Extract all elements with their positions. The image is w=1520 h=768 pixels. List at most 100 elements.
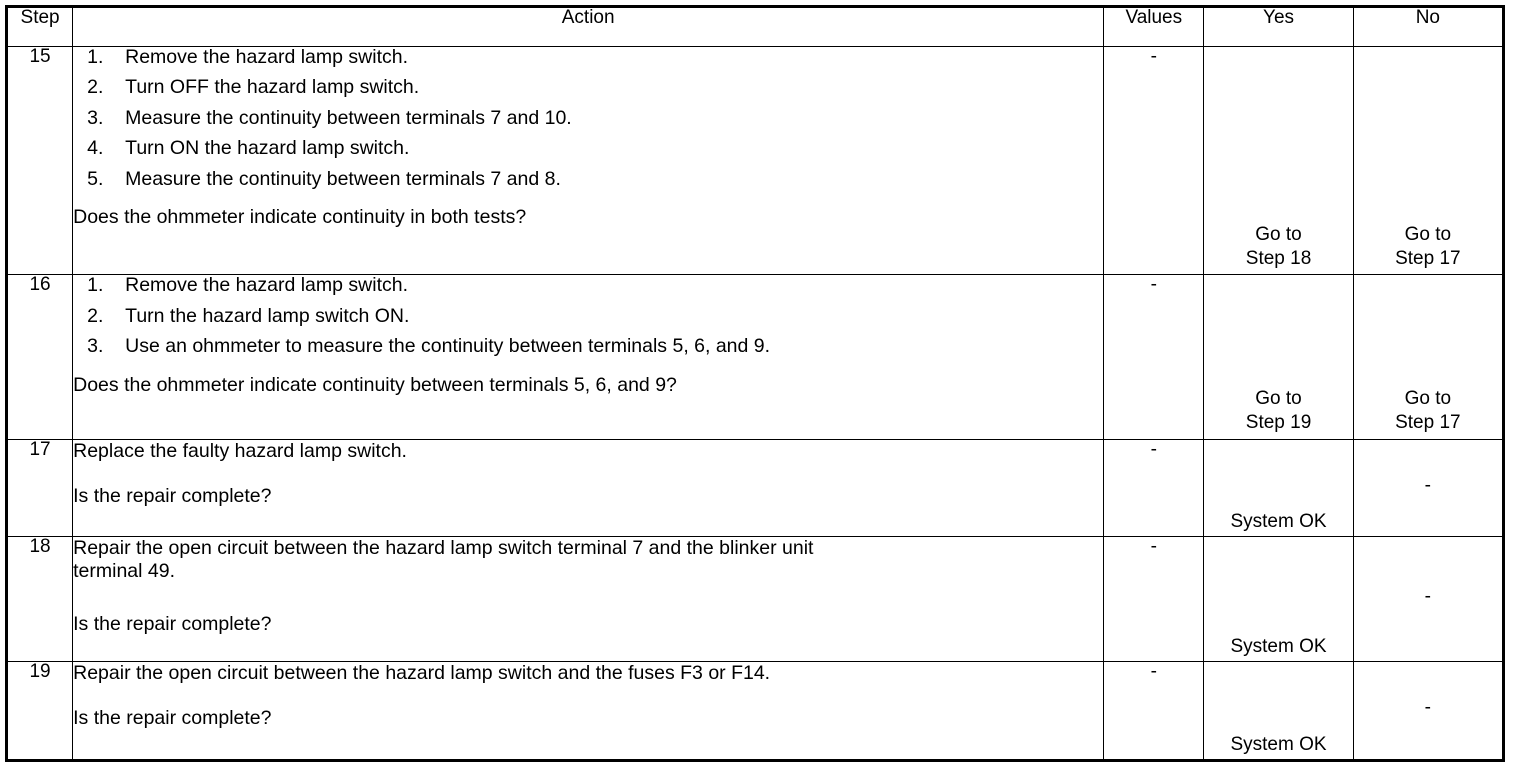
action-cell: Repair the open circuit between the haza… (72, 535, 1105, 662)
action-question: Is the repair complete? (73, 484, 272, 507)
list-text: Remove the hazard lamp switch. (125, 274, 408, 297)
action-line: Repair the open circuit between the haza… (73, 536, 814, 559)
diagnostic-procedure-table: Step Action Values Yes No 15 1. Remove t… (5, 5, 1505, 762)
yes-goto-line1: Go to (1255, 223, 1302, 245)
action-step-list: 1. Remove the hazard lamp switch. 2. Tur… (73, 46, 1103, 190)
action-line: Replace the faulty hazard lamp switch. (73, 439, 407, 462)
no-goto-line2: Step 17 (1395, 411, 1461, 433)
no-cell: Go to Step 17 (1352, 45, 1505, 276)
step-number: 17 (5, 438, 74, 537)
list-marker: 4. (87, 137, 104, 160)
no-cell: - (1352, 535, 1505, 662)
yes-goto-line2: Step 19 (1245, 411, 1312, 433)
step-number: 18 (5, 535, 74, 662)
list-item: 4. Turn ON the hazard lamp switch. (73, 137, 1103, 160)
column-header-step: Step (5, 6, 74, 47)
list-item: 2. Turn OFF the hazard lamp switch. (73, 76, 1103, 99)
list-item: 3. Use an ohmmeter to measure the contin… (73, 335, 1103, 358)
step-number: 16 (5, 274, 74, 440)
values-text: - (1150, 274, 1157, 296)
values-cell: - (1103, 45, 1205, 276)
values-cell: - (1103, 274, 1205, 440)
no-cell: - (1352, 660, 1505, 762)
list-marker: 1. (87, 46, 104, 68)
action-cell: Repair the open circuit between the haza… (72, 660, 1105, 762)
diagnostic-table-container: Step Action Values Yes No 15 1. Remove t… (5, 5, 1505, 762)
list-text: Turn ON the hazard lamp switch. (125, 137, 410, 160)
action-cell: Replace the faulty hazard lamp switch. I… (72, 438, 1105, 537)
action-step-list: 1. Remove the hazard lamp switch. 2. Tur… (73, 274, 1103, 358)
yes-result: System OK (1230, 510, 1327, 532)
action-question: Is the repair complete? (73, 706, 272, 729)
yes-result: System OK (1230, 734, 1327, 756)
no-result: - (1424, 585, 1431, 607)
values-text: - (1150, 438, 1157, 460)
no-goto-line2: Step 17 (1395, 247, 1461, 269)
yes-result: System OK (1230, 636, 1327, 658)
action-question: Does the ohmmeter indicate continuity in… (73, 206, 527, 229)
table-row: 17 Replace the faulty hazard lamp switch… (5, 438, 1505, 537)
list-text: Remove the hazard lamp switch. (125, 46, 408, 68)
yes-goto: Go to Step 19 (1204, 387, 1352, 435)
yes-goto: Go to Step 18 (1204, 223, 1352, 271)
column-header-yes: Yes (1203, 6, 1354, 47)
action-line: Repair the open circuit between the haza… (73, 661, 771, 684)
list-text: Measure the continuity between terminals… (125, 106, 572, 129)
column-header-no: No (1352, 6, 1505, 47)
list-marker: 3. (87, 335, 104, 358)
yes-cell: Go to Step 18 (1203, 45, 1354, 276)
column-header-action: Action (72, 6, 1105, 47)
list-text: Turn OFF the hazard lamp switch. (125, 76, 420, 99)
no-goto-line1: Go to (1404, 223, 1452, 245)
no-result: - (1424, 474, 1431, 496)
list-item: 1. Remove the hazard lamp switch. (73, 46, 1103, 68)
action-line: terminal 49. (73, 559, 176, 582)
list-text: Turn the hazard lamp switch ON. (125, 304, 410, 327)
table-header-row: Step Action Values Yes No (5, 6, 1505, 47)
values-cell: - (1103, 535, 1205, 662)
no-goto: Go to Step 17 (1354, 387, 1502, 435)
table-row: 15 1. Remove the hazard lamp switch. 2. … (5, 45, 1505, 276)
list-marker: 2. (87, 304, 104, 327)
step-number: 15 (5, 45, 74, 276)
table-row: 19 Repair the open circuit between the h… (5, 660, 1505, 762)
list-item: 2. Turn the hazard lamp switch ON. (73, 304, 1103, 327)
list-item: 1. Remove the hazard lamp switch. (73, 274, 1103, 297)
table-body: 15 1. Remove the hazard lamp switch. 2. … (5, 45, 1505, 762)
yes-cell: System OK (1203, 660, 1354, 762)
yes-cell: Go to Step 19 (1203, 274, 1354, 440)
table-row: 16 1. Remove the hazard lamp switch. 2. … (5, 274, 1505, 440)
list-text: Use an ohmmeter to measure the continuit… (125, 335, 771, 358)
table-row: 18 Repair the open circuit between the h… (5, 535, 1505, 662)
no-cell: Go to Step 17 (1352, 274, 1505, 440)
spacer (73, 685, 1103, 707)
no-cell: - (1352, 438, 1505, 537)
table-header: Step Action Values Yes No (5, 6, 1505, 47)
values-text: - (1150, 535, 1157, 557)
action-question: Is the repair complete? (73, 612, 272, 635)
action-cell: 1. Remove the hazard lamp switch. 2. Tur… (72, 274, 1105, 440)
list-text: Measure the continuity between terminals… (125, 167, 561, 190)
values-cell: - (1103, 438, 1205, 537)
action-cell: 1. Remove the hazard lamp switch. 2. Tur… (72, 45, 1105, 276)
values-cell: - (1103, 660, 1205, 762)
list-item: 3. Measure the continuity between termin… (73, 106, 1103, 129)
spacer (73, 463, 1103, 485)
action-question: Does the ohmmeter indicate continuity be… (73, 373, 677, 396)
spacer (73, 583, 1103, 613)
list-item: 5. Measure the continuity between termin… (73, 167, 1103, 190)
no-goto: Go to Step 17 (1354, 223, 1502, 271)
values-text: - (1150, 660, 1157, 682)
list-marker: 2. (87, 76, 104, 99)
step-number: 19 (5, 660, 74, 762)
yes-cell: System OK (1203, 438, 1354, 537)
values-text: - (1150, 46, 1157, 67)
column-header-values: Values (1103, 6, 1205, 47)
list-marker: 1. (87, 274, 104, 297)
yes-goto-line2: Step 18 (1245, 247, 1312, 269)
list-marker: 5. (87, 167, 104, 190)
yes-goto-line1: Go to (1255, 388, 1302, 410)
no-result: - (1424, 697, 1431, 719)
no-goto-line1: Go to (1404, 388, 1452, 410)
list-marker: 3. (87, 106, 104, 129)
